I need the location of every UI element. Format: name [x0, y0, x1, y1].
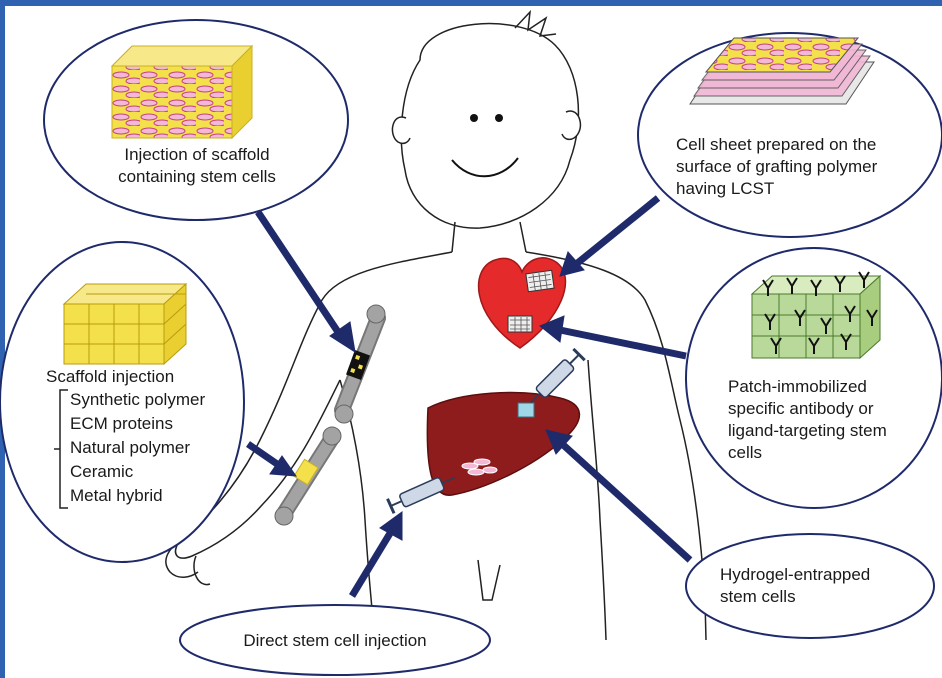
- scaffold-injection-title: Scaffold injection: [46, 366, 174, 388]
- patch-line-4: cells: [728, 442, 887, 464]
- material-item: Metal hybrid: [70, 484, 163, 507]
- scaffold-cells-label: Injection of scaffold containing stem ce…: [82, 144, 312, 188]
- antibody-patch-block-icon: [752, 272, 880, 358]
- patch-line-3: ligand-targeting stem: [728, 420, 887, 442]
- direct-injection-label: Direct stem cell injection: [200, 630, 470, 652]
- arrow-patch-to-heart: [540, 316, 686, 356]
- scaffold-cells-line-1: Injection of scaffold: [82, 144, 312, 166]
- cell-sheet-line-1: Cell sheet prepared on the: [676, 134, 877, 156]
- bone-scaffold-implant-upper: [346, 350, 370, 380]
- material-item: ECM proteins: [70, 412, 173, 435]
- scaffold-cells-line-2: containing stem cells: [82, 166, 312, 188]
- patch-line-1: Patch-immobilized: [728, 376, 887, 398]
- cell-scaffold-block-icon: [112, 46, 252, 138]
- cell-sheet-line-3: having LCST: [676, 178, 877, 200]
- arrow-hydrogel-to-liver: [546, 430, 690, 560]
- patch-line-2: specific antibody or: [728, 398, 887, 420]
- arrow-direct-injection-to-syringe: [352, 512, 402, 596]
- hydrogel-line-2: stem cells: [720, 586, 870, 608]
- material-item: Synthetic polymer: [70, 388, 205, 411]
- scaffold-grid-block-icon: [64, 284, 186, 364]
- hydrogel-label: Hydrogel-entrapped stem cells: [720, 564, 870, 608]
- material-item: Ceramic: [70, 460, 133, 483]
- material-item: Natural polymer: [70, 436, 190, 459]
- arrow-cell-sheet-to-heart: [560, 198, 658, 276]
- patch-antibody-label: Patch-immobilized specific antibody or l…: [728, 376, 887, 464]
- arrow-scaffold-injection-to-forearm: [248, 444, 296, 476]
- cell-sheet-line-2: surface of grafting polymer: [676, 156, 877, 178]
- cell-sheet-label: Cell sheet prepared on the surface of gr…: [676, 134, 877, 200]
- hydrogel-line-1: Hydrogel-entrapped: [720, 564, 870, 586]
